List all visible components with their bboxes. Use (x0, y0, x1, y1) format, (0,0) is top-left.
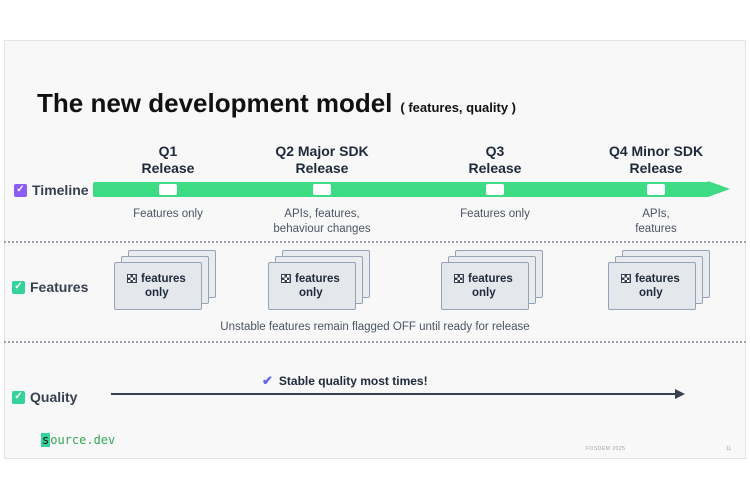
card-line1: features (281, 272, 355, 286)
tick-icon: ✔ (262, 373, 273, 388)
card-line1: features (127, 272, 201, 286)
feature-card-q4: features only (608, 250, 716, 314)
row-label-text: Features (30, 279, 89, 295)
milestone-q2 (313, 184, 331, 195)
desc-line1: Features only (133, 208, 203, 220)
flag-icon (621, 274, 631, 283)
flag-icon (454, 274, 464, 283)
feature-card-q3: features only (441, 250, 549, 314)
quarter-label-line1: Q3 (485, 143, 505, 159)
feature-card-q2: features only (268, 250, 376, 314)
row-label-features: ✓ Features (12, 279, 88, 295)
row-label-text: Quality (30, 389, 78, 405)
flag-icon (127, 274, 137, 283)
desc-line1: APIs, (642, 208, 670, 220)
quarter-label-q1: Q1 Release (98, 143, 238, 177)
row-label-quality: ✓ Quality (12, 389, 77, 405)
divider-timeline-features (4, 241, 746, 243)
desc-line1: Features only (460, 208, 530, 220)
quarter-label-line2: Release (468, 160, 522, 176)
quarter-label-line1: Q1 (158, 143, 178, 159)
milestone-q3 (486, 184, 504, 195)
page-number: 11 (726, 446, 732, 452)
quarter-desc-q4: APIs, features (586, 207, 726, 237)
check-icon: ✓ (12, 280, 25, 294)
timeline-bar (93, 182, 710, 197)
title-main: The new development model (37, 88, 393, 118)
milestone-q4 (647, 184, 665, 195)
row-label-text: Timeline (32, 182, 89, 198)
quarter-label-line1: Q4 Minor SDK (608, 143, 704, 159)
quarter-label-line2: Release (141, 160, 195, 176)
unstable-features-note: Unstable features remain flagged OFF unt… (220, 321, 530, 333)
milestone-q1 (159, 184, 177, 195)
card-line1: features (454, 272, 528, 286)
desc-line1: APIs, features, (284, 208, 360, 220)
quarter-label-q3: Q3 Release (425, 143, 565, 177)
divider-features-quality (4, 341, 746, 343)
quarter-label-q2: Q2 Major SDK Release (252, 143, 392, 177)
card-line2: only (472, 287, 496, 299)
page-title: The new development model ( features, qua… (37, 88, 516, 119)
check-icon: ✓ (14, 183, 27, 197)
quality-arrow-line (111, 393, 677, 395)
card-front: features only (114, 262, 202, 310)
quality-message-text: Stable quality most times! (278, 374, 428, 388)
card-text1: features (295, 273, 340, 285)
feature-card-q1: features only (114, 250, 222, 314)
quarter-desc-q3: Features only (425, 207, 565, 222)
card-line2: only (299, 287, 323, 299)
card-text1: features (141, 273, 186, 285)
desc-line2: behaviour changes (273, 223, 371, 235)
quarter-desc-q1: Features only (98, 207, 238, 222)
logo-text: ource.dev (50, 433, 116, 447)
title-subtitle: ( features, quality ) (400, 100, 516, 115)
desc-line2: features (635, 223, 677, 235)
quarter-label-line2: Release (629, 160, 683, 176)
quarter-label-line1: Q2 Major SDK (275, 143, 369, 159)
quarter-label-line2: Release (295, 160, 349, 176)
quarter-label-q4: Q4 Minor SDK Release (586, 143, 726, 177)
card-front: features only (268, 262, 356, 310)
slide (4, 40, 746, 459)
card-front: features only (608, 262, 696, 310)
quality-message: ✔ Stable quality most times! (262, 373, 428, 389)
row-label-timeline: ✓ Timeline (14, 182, 89, 198)
card-text1: features (468, 273, 513, 285)
logo-mark: s (41, 433, 51, 447)
arrow-head-icon (708, 181, 730, 197)
check-icon: ✓ (12, 390, 25, 404)
card-front: features only (441, 262, 529, 310)
card-line2: only (639, 287, 663, 299)
arrow-head-icon (675, 389, 685, 399)
flag-icon (281, 274, 291, 283)
card-line2: only (145, 287, 169, 299)
footer-tag: FOSDEM 2025 (586, 446, 626, 452)
quarter-desc-q2: APIs, features, behaviour changes (252, 207, 392, 237)
card-text1: features (635, 273, 680, 285)
card-line1: features (621, 272, 695, 286)
